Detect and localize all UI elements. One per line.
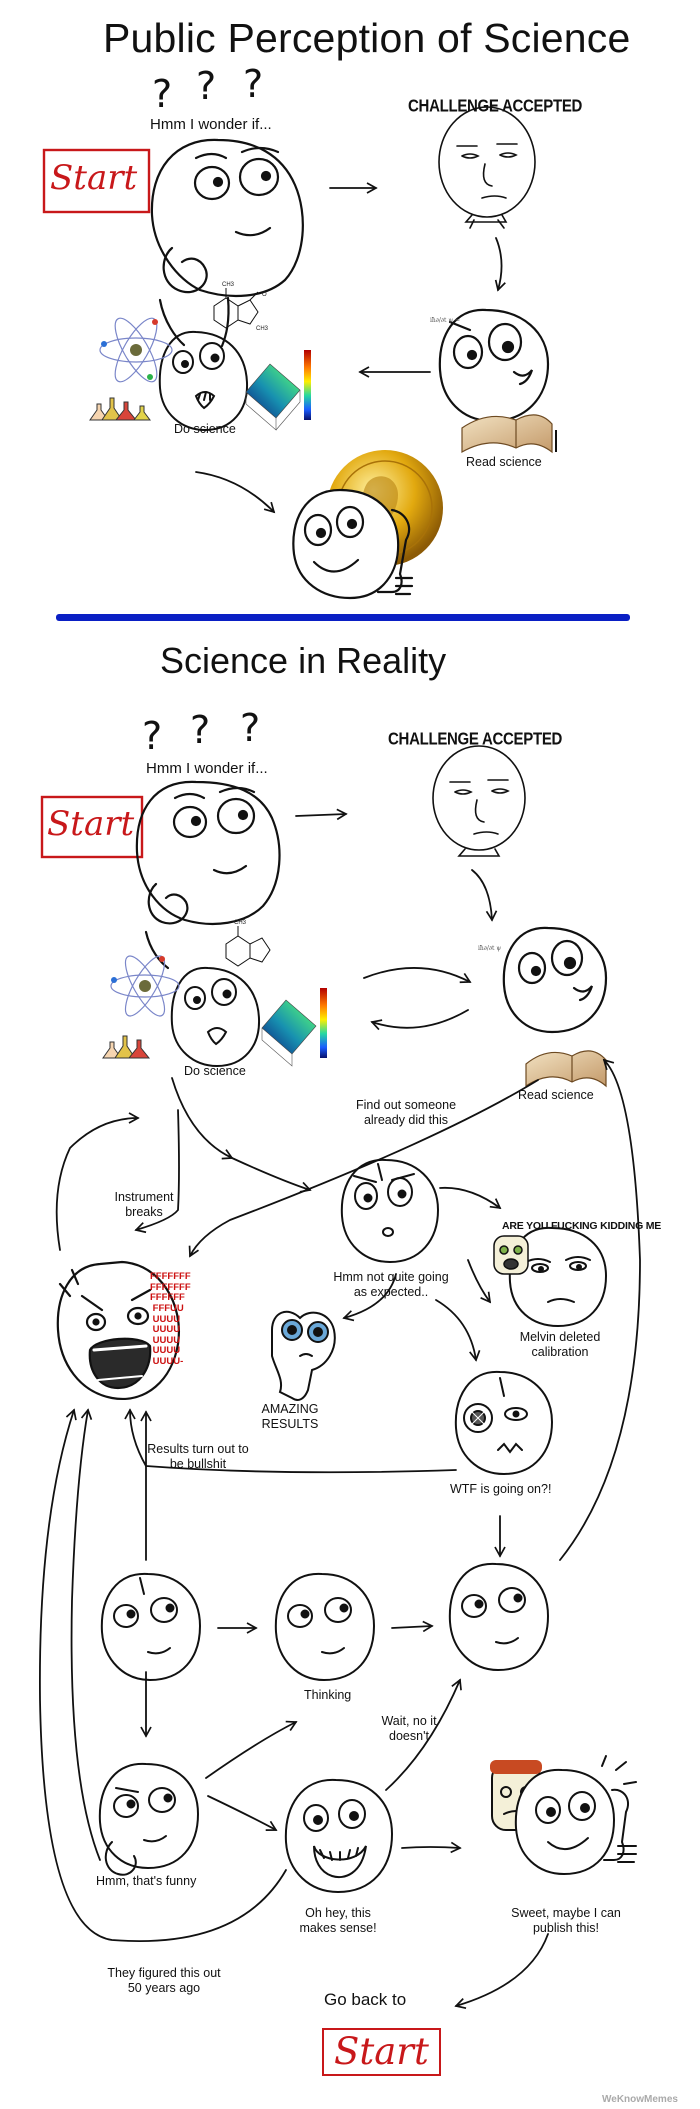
makes-sense-face — [284, 1778, 394, 1894]
question-mark: ? — [243, 62, 264, 106]
read-science-caption: Read science — [466, 455, 542, 469]
read-science-caption-reality: Read science — [518, 1088, 594, 1102]
small-screaming-face — [493, 1235, 529, 1275]
not-quite-caption: Hmm not quite going as expected.. — [333, 1270, 449, 1299]
molecule-icon-reality — [225, 926, 271, 967]
do-science-face — [158, 330, 249, 432]
do-science-caption: Do science — [174, 422, 236, 436]
question-mark: ? — [152, 72, 173, 116]
thinking-caption: Thinking — [304, 1688, 352, 1702]
book-icon-reality — [525, 1050, 607, 1088]
challenge-accepted-face — [438, 106, 536, 229]
start-label-reality: Start — [47, 804, 135, 844]
wait-caption: Wait, no it doesn't — [381, 1714, 437, 1743]
challenge-accepted-face-reality — [432, 745, 526, 857]
publish-face — [490, 1755, 637, 1876]
reading-face-reality — [502, 926, 608, 1034]
thinking-face — [150, 138, 304, 348]
funny-caption: Hmm, that's funny — [96, 1874, 197, 1888]
thinking-face-left — [100, 1572, 202, 1682]
flask-icon — [89, 397, 151, 421]
question-mark: ? — [240, 706, 261, 750]
medal-face — [292, 450, 443, 600]
wtf-caption: WTF is going on?! — [450, 1482, 552, 1496]
challenge-accepted-label-reality: CHALLENGE ACCEPTED — [388, 729, 563, 750]
challenge-accepted-label: CHALLENGE ACCEPTED — [408, 96, 583, 117]
question-mark: ? — [190, 708, 211, 752]
wonder-caption: Hmm I wonder if... — [150, 116, 272, 133]
watermark: WeKnowMemes — [602, 2094, 678, 2105]
surface-plot-icon-reality — [261, 988, 327, 1067]
instrument-breaks-caption: Instrument breaks — [114, 1190, 174, 1219]
question-mark: ? — [196, 64, 217, 108]
atom-icon — [99, 317, 173, 383]
start-box — [42, 148, 151, 214]
worried-face — [340, 1158, 440, 1264]
wtf-face — [454, 1370, 554, 1476]
go-back-caption: Go back to — [324, 1990, 407, 2009]
molecule-label: CH3 — [222, 282, 235, 288]
thinking-face-middle — [274, 1572, 376, 1682]
do-science-face-reality — [170, 966, 261, 1068]
start-box-reality — [40, 795, 144, 859]
svg-text:CH3: CH3 — [234, 920, 247, 926]
thinking-face-reality — [135, 780, 281, 970]
makes-sense-caption: Oh hey, this makes sense! — [299, 1906, 377, 1935]
atom-icon-reality — [110, 955, 180, 1017]
publish-caption: Sweet, maybe I can publish this! — [511, 1906, 621, 1935]
bullshit-caption: Results turn out to be bullshit — [147, 1442, 249, 1471]
perception-arrows — [195, 182, 506, 514]
svg-text:O: O — [262, 292, 267, 298]
molecule-icon — [213, 288, 259, 329]
kidding-me-label: ARE YOU FUCKING KIDDING ME — [502, 1220, 662, 1232]
rage-scream-text: FFFFFFF FFFFFFF FFFFFF FFFUU UUUU UUUU U… — [150, 1271, 191, 1367]
question-mark: ? — [142, 714, 163, 758]
amazing-results-caption: AMAZING RESULTS — [261, 1402, 319, 1431]
melvin-caption: Melvin deleted calibration — [519, 1330, 601, 1359]
reality-arrows — [38, 808, 641, 2010]
reading-face — [438, 308, 550, 423]
wonder-caption-reality: Hmm I wonder if... — [146, 760, 268, 777]
fifty-years-caption: They figured this out 50 years ago — [107, 1966, 221, 1995]
math-scribble: iħ∂/∂t ψ = — [430, 317, 460, 324]
do-science-caption-reality: Do science — [184, 1064, 246, 1078]
thinking-face-right — [448, 1562, 550, 1672]
amazing-results-face — [271, 1310, 336, 1401]
title-science-in-reality: Science in Reality — [160, 640, 447, 681]
book-icon — [461, 414, 553, 454]
title-public-perception: Public Perception of Science — [103, 15, 631, 61]
svg-text:CH3: CH3 — [256, 326, 269, 332]
svg-text:iħ∂/∂t ψ: iħ∂/∂t ψ — [478, 945, 501, 952]
funny-face — [98, 1762, 200, 1876]
surface-plot-icon — [245, 350, 311, 431]
find-out-caption: Find out someone already did this — [355, 1098, 457, 1127]
final-start-box: Start — [322, 2028, 441, 2076]
start-label: Start — [50, 158, 138, 198]
flask-icon-reality — [102, 1035, 151, 1059]
section-divider — [56, 614, 630, 621]
rage-face — [56, 1260, 180, 1401]
are-you-kidding-me-face — [508, 1226, 608, 1328]
